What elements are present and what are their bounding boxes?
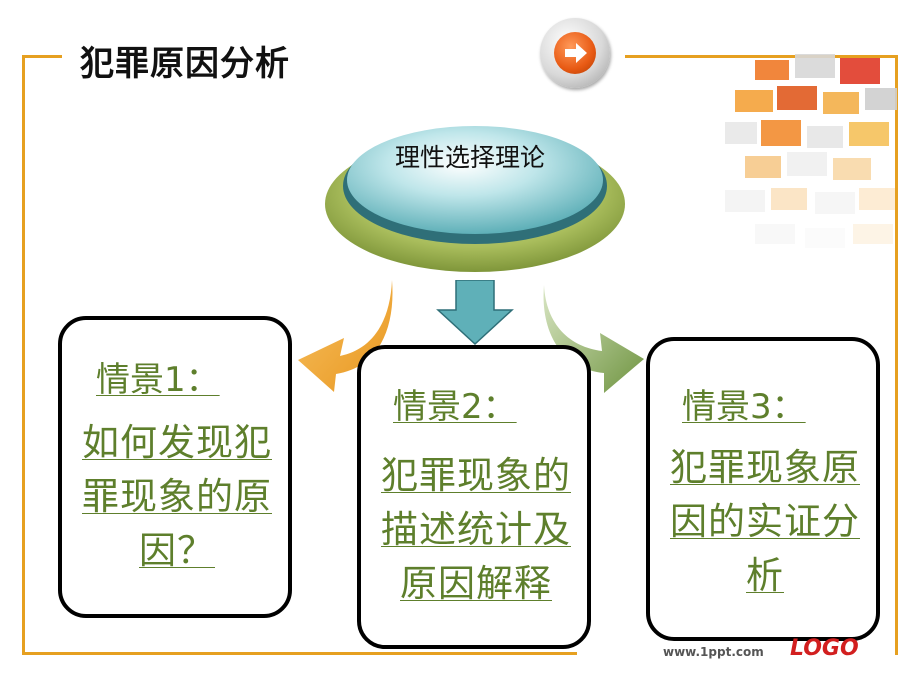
frame-top-right xyxy=(625,55,898,58)
theory-label: 理性选择理论 xyxy=(394,143,545,172)
arrow-right-down xyxy=(543,285,644,393)
arrow-down xyxy=(436,280,514,346)
theory-disc xyxy=(325,126,625,272)
page-title: 犯罪原因分析 xyxy=(80,44,290,84)
arrow-left-down xyxy=(298,280,393,392)
frame-left xyxy=(22,55,25,655)
scenario-text: 犯罪现象原因的实证分析 xyxy=(670,446,860,597)
scenario-heading: 情景1： xyxy=(96,360,220,400)
frame-right xyxy=(895,55,898,655)
scenario-card-3: 情景3： 犯罪现象原因的实证分析 xyxy=(646,337,880,641)
scenario-heading: 情景3： xyxy=(682,387,806,427)
arrow-right-icon xyxy=(554,32,596,74)
frame-top-left xyxy=(22,55,62,58)
scenario-card-1: 情景1： 如何发现犯罪现象的原因？ xyxy=(58,316,292,618)
decorative-cubes xyxy=(725,54,897,248)
scenario-heading: 情景2： xyxy=(393,387,517,427)
scenario-text: 犯罪现象的描述统计及原因解释 xyxy=(381,454,571,605)
scenario-text: 如何发现犯罪现象的原因？ xyxy=(82,421,272,572)
footer-logo: LOGO xyxy=(790,636,859,661)
next-slide-button[interactable] xyxy=(540,18,610,88)
scenario-card-2: 情景2： 犯罪现象的描述统计及原因解释 xyxy=(357,345,591,649)
footer-url: www.1ppt.com xyxy=(663,645,764,659)
frame-bottom xyxy=(22,652,577,655)
